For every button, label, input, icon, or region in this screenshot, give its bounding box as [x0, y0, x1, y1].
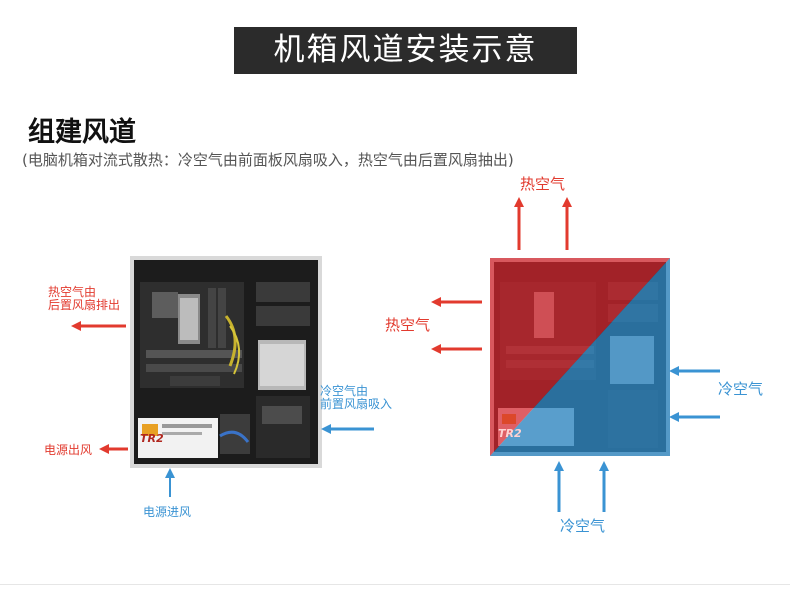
- page-title: 机箱风道安装示意: [234, 27, 577, 74]
- left-cold-label-line2: 前置风扇吸入: [320, 397, 393, 411]
- section-heading: 组建风道: [28, 117, 136, 148]
- right-hot-rear-label: 热空气: [385, 316, 431, 334]
- left-psu-in-label: 电源进风: [143, 505, 192, 519]
- right-hot-top-label: 热空气: [520, 175, 566, 193]
- bottom-divider: [0, 584, 790, 585]
- left-psu-out-label: 电源出风: [44, 443, 93, 457]
- left-cold-label-line1: 冷空气由: [320, 384, 369, 398]
- right-psu-brand: TR2: [498, 427, 522, 440]
- right-case-illustration: [490, 258, 670, 456]
- left-case-illustration: [130, 256, 322, 468]
- cold-zone-overlay: [490, 258, 670, 456]
- section-subtitle: (电脑机箱对流式散热：冷空气由前面板风扇吸入，热空气由后置风扇抽出): [22, 151, 514, 169]
- left-hot-label-line1: 热空气由: [48, 285, 97, 299]
- left-hot-label-line2: 后置风扇排出: [48, 298, 121, 312]
- left-psu-brand: TR2: [140, 432, 164, 445]
- right-cold-bottom-label: 冷空气: [560, 517, 606, 535]
- right-cold-front-label: 冷空气: [718, 380, 764, 398]
